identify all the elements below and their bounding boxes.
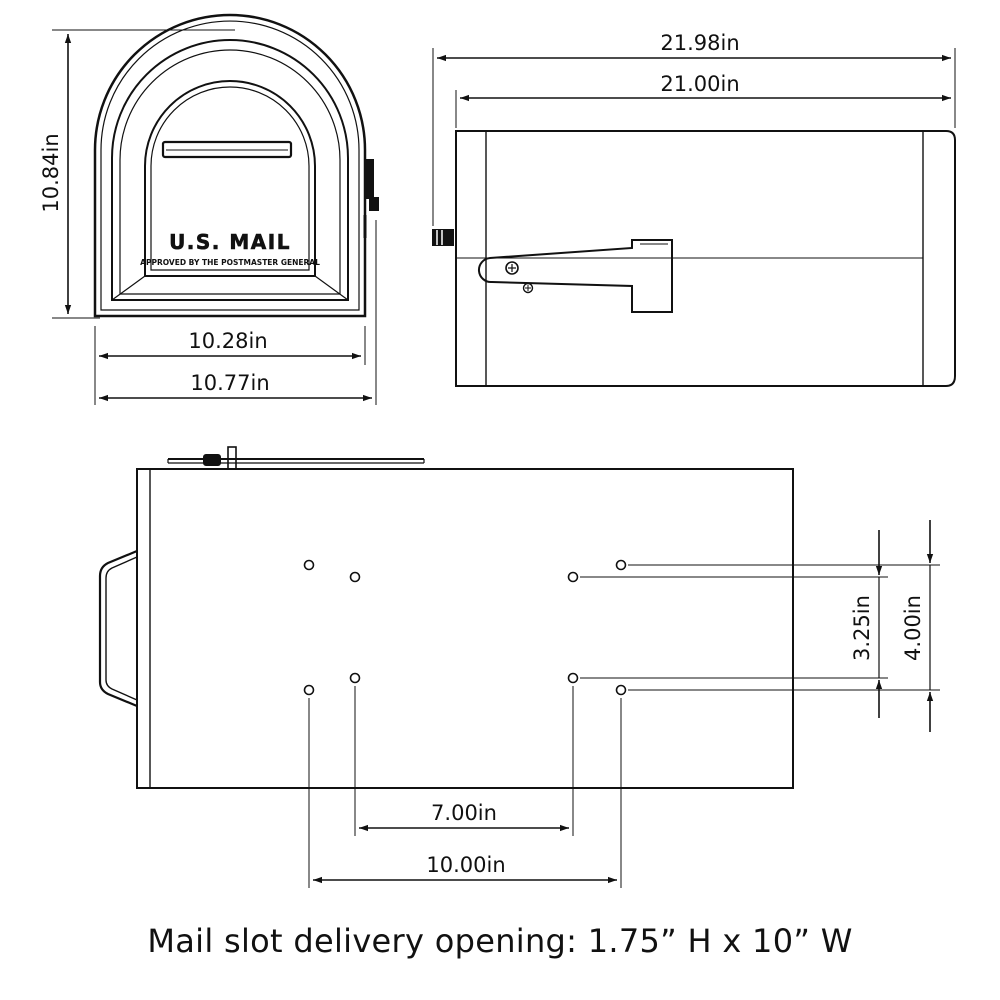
mounting-hole — [567, 672, 579, 684]
side-view — [432, 130, 956, 387]
bottom-view — [98, 446, 794, 789]
mounting-hole — [303, 684, 315, 696]
side-outer-length-label: 21.98in — [660, 31, 739, 55]
side-inner-length-label: 21.00in — [660, 72, 739, 96]
flag-stop-screw — [522, 282, 534, 294]
front-inner-width-label: 10.28in — [188, 329, 267, 353]
door-panel — [144, 80, 316, 277]
flag-hinge — [364, 159, 374, 199]
door-label: U.S. MAIL — [169, 230, 291, 254]
door-latch-knob — [432, 229, 454, 246]
front-outer-width-label: 10.77in — [190, 371, 269, 395]
mailbox-front-outline — [93, 13, 367, 318]
mailbox-flag — [478, 239, 673, 313]
mail-slot — [161, 140, 293, 159]
mounting-hole — [349, 571, 361, 583]
hole-spacing-inner-label: 7.00in — [431, 801, 497, 825]
mounting-hole — [567, 571, 579, 583]
hole-height-outer-label: 4.00in — [901, 595, 925, 661]
door-panel-inner — [150, 86, 310, 271]
mail-slot-caption: Mail slot delivery opening: 1.75” H x 10… — [147, 922, 853, 960]
front-height-label: 10.84in — [39, 133, 63, 212]
side-dimension-lines — [432, 48, 956, 226]
door-frame — [111, 39, 349, 301]
door-handle — [98, 549, 138, 708]
mailbox-front-inner-outline — [100, 20, 360, 311]
hole-height-inner-label: 3.25in — [850, 595, 874, 661]
mounting-hole — [615, 684, 627, 696]
mounting-hole — [349, 672, 361, 684]
bottom-dimension-lines — [308, 520, 940, 888]
mounting-hole — [303, 559, 315, 571]
door-sublabel: APPROVED BY THE POSTMASTER GENERAL — [140, 258, 320, 267]
mailbox-side-outline — [455, 130, 956, 387]
door-frame-inner — [119, 49, 341, 295]
hole-spacing-outer-label: 10.00in — [426, 853, 505, 877]
front-dimension-lines — [52, 29, 377, 405]
front-view — [93, 13, 379, 318]
mounting-hole — [615, 559, 627, 571]
flag-pivot-screw — [505, 261, 519, 275]
mounting-holes — [303, 559, 627, 696]
mailbox-bottom-outline — [136, 468, 794, 789]
